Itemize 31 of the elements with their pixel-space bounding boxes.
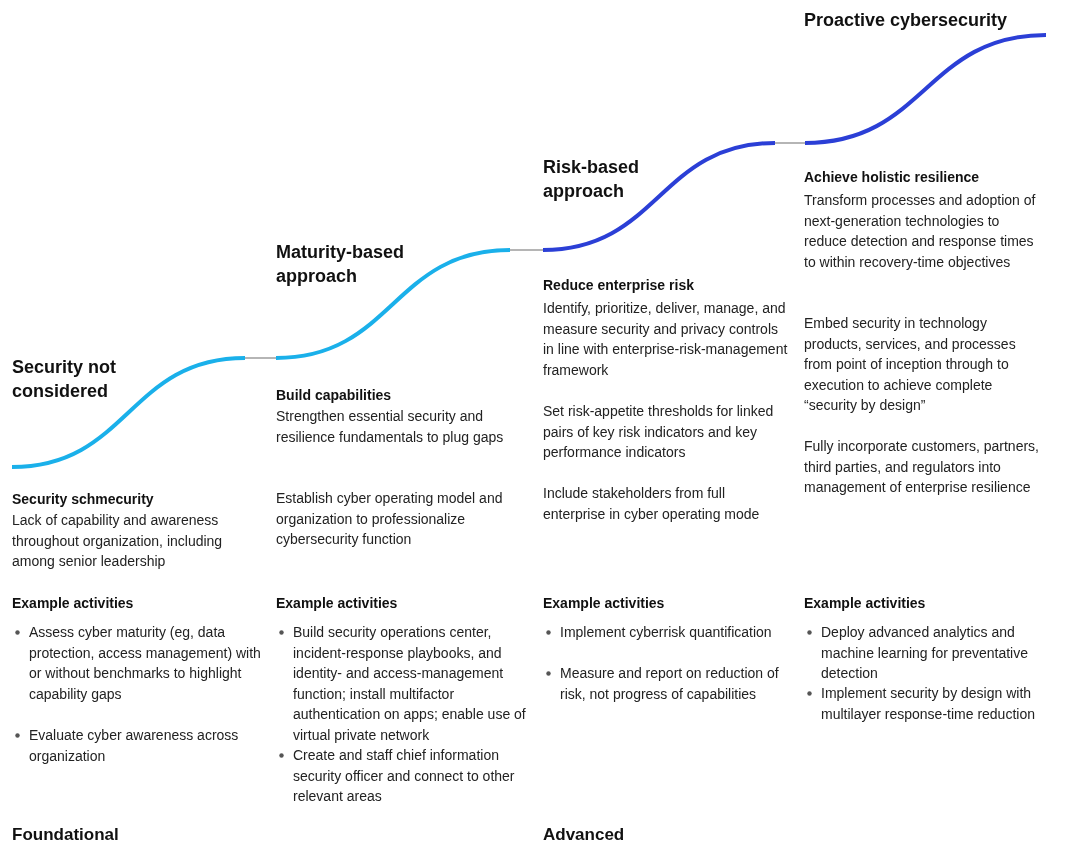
section-heading: Example activities	[543, 594, 666, 613]
bullet-item: Implement cyberrisk quantification	[560, 624, 772, 640]
footer-label: Advanced	[543, 825, 626, 846]
bullet-item: Evaluate cyber awareness across organization	[29, 727, 239, 764]
bullet-item: Measure and report on reduction of risk, not progress of capabilities	[560, 665, 779, 702]
paragraph: Strengthen essential security and resilience fundamentals to plug gaps	[276, 407, 505, 447]
section-heading: Example activities	[804, 594, 927, 613]
paragraph: Transform processes and adoption of next-generation technologies to reduce detection and response times to within recovery-time objectives	[804, 191, 1037, 272]
section-heading: Example activities	[276, 594, 399, 613]
paragraph: Embed security in technology products, services, and processes from point of inception through to execution to achieve complete “security by design”	[804, 314, 1017, 415]
bullet-item: Implement security by design with multilayer response-time reduction	[821, 685, 1035, 722]
stage-title: Maturity-based approach	[276, 241, 406, 288]
bullet-item: Create and staff chief information security officer and connect to other relevant areas	[293, 747, 515, 804]
bullet-item: Assess cyber maturity (eg, data protection, access management) with or without benchmarks to highlight capability gaps	[29, 624, 261, 702]
paragraph: Lack of capability and awareness throughout organization, including among senior leadership	[12, 511, 224, 571]
section-heading: Build capabilities	[276, 386, 393, 405]
section-heading: Reduce enterprise risk	[543, 276, 695, 295]
paragraph: Fully incorporate customers, partners, third parties, and regulators into management of enterprise resilience	[804, 437, 1040, 497]
stage-title: Proactive cybersecurity	[804, 9, 1009, 32]
section-heading: Achieve holistic resilience	[804, 168, 981, 187]
bullet-item: Deploy advanced analytics and machine learning for preventative detection	[821, 624, 1028, 681]
section-heading: Example activities	[12, 594, 135, 613]
stage-title: Security not considered	[12, 356, 118, 403]
footer-label: Foundational	[12, 825, 120, 846]
paragraph: Set risk-appetite thresholds for linked pairs of key risk indicators and key performance indicators	[543, 402, 775, 462]
paragraph: Include stakeholders from full enterprise in cyber operating mode	[543, 484, 761, 524]
stage-title: Risk-based approach	[543, 156, 641, 203]
paragraph: Identify, prioritize, deliver, manage, and measure security and privacy controls in line with enterprise-risk-management framework	[543, 299, 789, 380]
paragraph: Establish cyber operating model and organization to professionalize cybersecurity function	[276, 489, 504, 549]
section-heading: Security schmecurity	[12, 490, 155, 509]
bullet-item: Build security operations center, incident-response playbooks, and identity- and access-management function; install multifactor authentication on apps; enable use of virtual private network	[293, 624, 526, 743]
